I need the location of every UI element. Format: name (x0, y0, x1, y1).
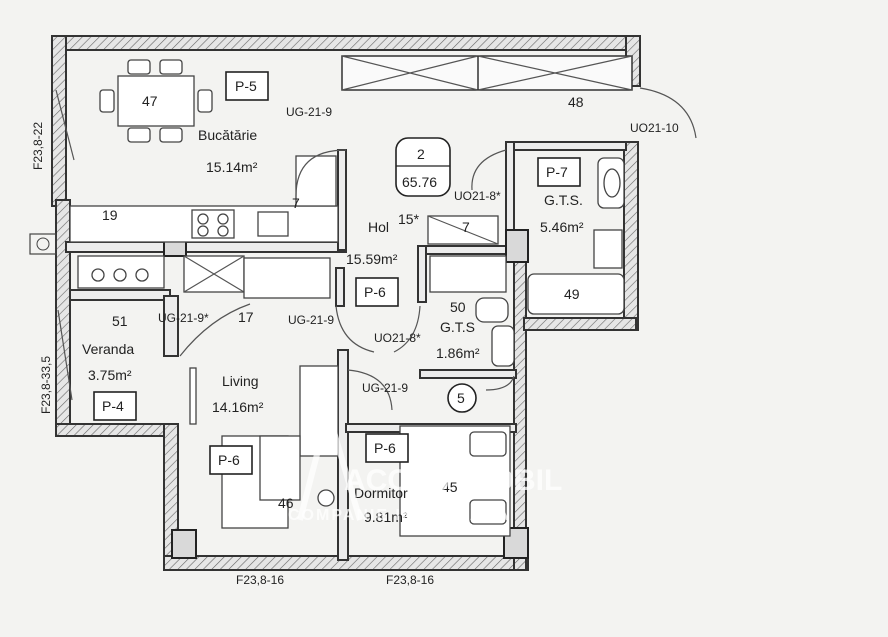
bath1-number: 49 (564, 286, 580, 302)
living-area: 14.16m² (212, 399, 264, 415)
loggia-label: 48 (568, 94, 584, 110)
door-swings (179, 87, 697, 411)
living-name: Living (222, 373, 259, 389)
window-codes: F23,8-22 F23,8-33,5 F23,8-16 F23,8-16 (31, 122, 434, 587)
bath1-fixtures (527, 157, 625, 315)
interior-walls (65, 141, 627, 561)
bath2-number: 50 (450, 299, 466, 315)
living-furniture (189, 365, 339, 529)
hall-number: 15* (398, 211, 420, 227)
kitchen-name: Bucătărie (198, 127, 257, 143)
hall-labels: Hol 15* 15.59m² P-6 (346, 211, 420, 307)
label-17: 17 (238, 309, 254, 325)
bedroom-number: 45 (442, 479, 458, 495)
hall-area: 15.59m² (346, 251, 398, 267)
watermark-title: ACCES IMOBIL (344, 464, 562, 497)
veranda-area: 3.75m² (88, 367, 132, 383)
top-window (341, 55, 633, 91)
door-top-right: UO21-10 (630, 121, 679, 135)
door-bedroom: UG-21-9 (362, 381, 408, 395)
bedroom-area: 9.81m² (364, 509, 408, 525)
hall-fixtures (183, 215, 507, 299)
apartment-badge: 2 65.76 (395, 137, 451, 197)
door-kitchen: UG-21-9 (286, 105, 332, 119)
living-labels: Living 14.16m² P-6 46 (209, 373, 294, 511)
loggia-number: 48 (568, 94, 584, 110)
kitchen-tag: P-5 (235, 78, 257, 94)
bedroom-labels: P-6 45 Dormitor 9.81m² (354, 433, 458, 525)
bath1-labels: P-7 G.T.S. 5.46m² 49 (537, 157, 584, 302)
veranda-tag: P-4 (102, 398, 124, 414)
label-7-hall: 7 (462, 219, 470, 235)
apartment-area: 65.76 (402, 174, 437, 190)
door-living: UG-21-9 (288, 313, 334, 327)
bedroom-name: Dormitor (354, 485, 408, 501)
label-19: 19 (102, 207, 118, 223)
kitchen-area: 15.14m² (206, 159, 258, 175)
kitchen-counter (69, 155, 339, 289)
window-left-top: F23,8-22 (31, 122, 45, 170)
window-left-bottom: F23,8-33,5 (39, 356, 53, 414)
bedroom-furniture (399, 425, 511, 537)
left-windows (29, 89, 75, 401)
living-tag: P-6 (218, 452, 240, 468)
misc-numbers: 19 7 7 17 5 (102, 195, 477, 413)
bath2-name: G.T.S (440, 319, 475, 335)
kitchen-number: 47 (142, 93, 158, 109)
bath2-fixtures (475, 297, 515, 367)
apartment-number: 2 (417, 146, 425, 162)
hall-name: Hol (368, 219, 389, 235)
veranda-number: 51 (112, 313, 128, 329)
door-codes: UG-21-9 UO21-10 UO21-8* UG-21-9* UG-21-9… (158, 105, 679, 395)
bath2-labels: 50 G.T.S 1.86m² (436, 299, 480, 361)
watermark: ACCES IMOBIL COMPANIE IMOBILIARA (288, 400, 562, 524)
hall-tag: P-6 (364, 284, 386, 300)
bath1-tag: P-7 (546, 164, 568, 180)
window-bottom-left: F23,8-16 (236, 573, 284, 587)
door-bath1: UO21-8* (454, 189, 501, 203)
bedroom-tag: P-6 (374, 440, 396, 456)
window-bottom-right: F23,8-16 (386, 573, 434, 587)
door-veranda: UG-21-9* (158, 311, 209, 325)
veranda-labels: 51 Veranda 3.75m² P-4 (82, 313, 137, 421)
veranda-name: Veranda (82, 341, 134, 357)
label-7-kitchen: 7 (292, 195, 300, 211)
bath2-area: 1.86m² (436, 345, 480, 361)
living-number: 46 (278, 495, 294, 511)
kitchen-labels: 47 P-5 Bucătărie 15.14m² (142, 71, 269, 175)
bath1-area: 5.46m² (540, 219, 584, 235)
bath1-name: G.T.S. (544, 192, 583, 208)
kitchen-table (99, 59, 213, 143)
watermark-subtitle: COMPANIE IMOBILIARA (288, 507, 511, 524)
door-bath2: UO21-8* (374, 331, 421, 345)
label-5: 5 (457, 390, 465, 406)
